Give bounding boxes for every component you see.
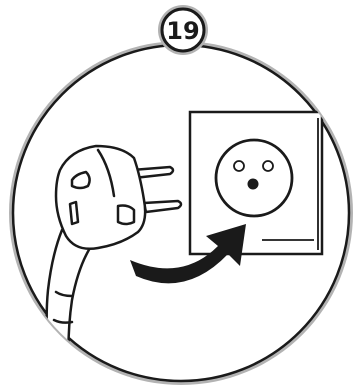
socket-icon xyxy=(190,112,322,254)
socket-hole-right xyxy=(263,161,273,171)
socket-face xyxy=(216,140,292,216)
socket-hole-left xyxy=(234,161,244,171)
step-badge: 19 xyxy=(158,5,208,55)
socket-ground-pin xyxy=(248,179,259,190)
step-number: 19 xyxy=(166,17,199,45)
